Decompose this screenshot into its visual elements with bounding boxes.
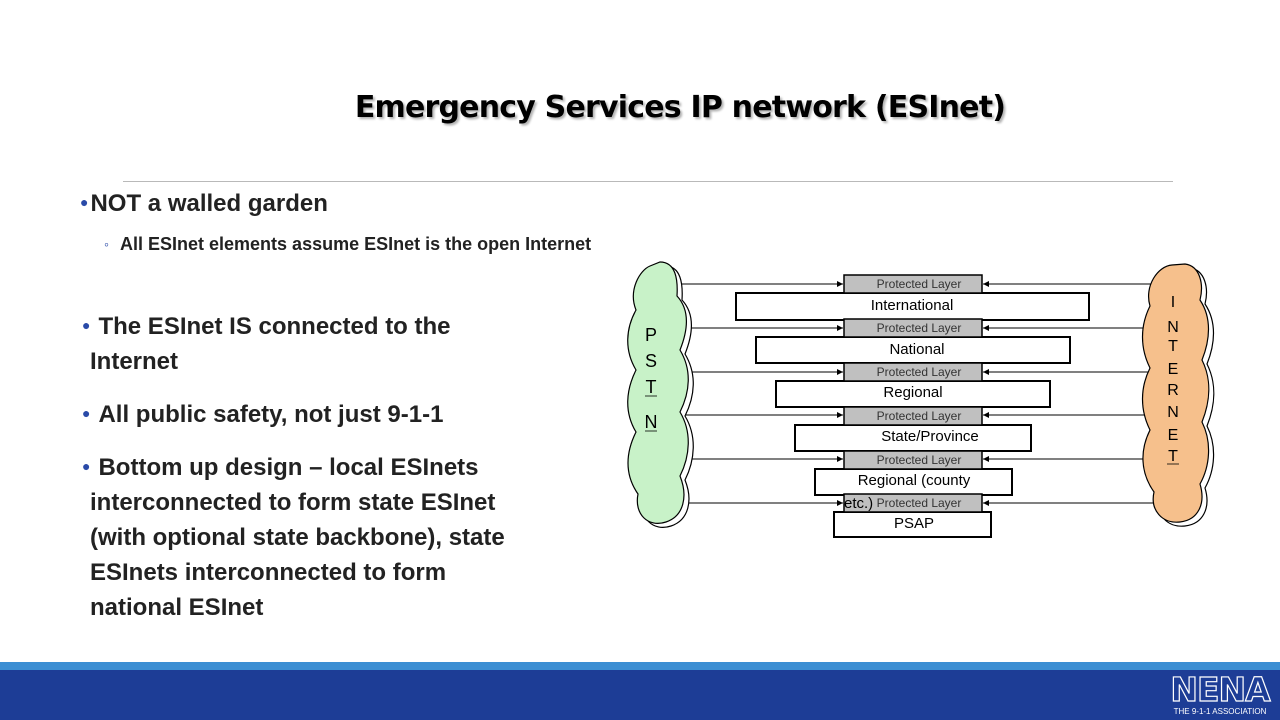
internet-letter-r: R [1167,382,1179,399]
bullet-dot: ● [82,317,91,333]
bullet-text-line1: Bottom up design – local ESInets [98,454,479,481]
bullet-text-line4: ESInets interconnected to form [90,559,447,586]
pstn-letter-s: S [645,351,657,371]
internet-letter-e1: E [1168,361,1179,378]
bullet-text-line3: (with optional state backbone), state [90,524,505,551]
protected-label-6: Protected Layer [877,496,962,510]
protected-label-5: Protected Layer [877,453,962,467]
level-label-state: State/Province [881,428,979,445]
bullet-text-line5: national ESInet [90,594,264,621]
bullet-text-line2: Internet [90,348,179,375]
bullet-dot: ● [82,405,91,421]
internet-letter-n2: N [1167,404,1179,421]
level-labels: International National Regional State/Pr… [858,297,979,532]
bullet-text: NOT a walled garden [90,190,328,217]
sub-bullet-open-internet: ◦ All ESInet elements assume ESInet is t… [104,230,614,258]
nena-logo-word: NENA [1170,670,1272,709]
level-boxes [735,292,1090,538]
footer-stripe [0,662,1280,670]
protected-label-1: Protected Layer [877,277,962,291]
protected-layer-3 [843,362,983,382]
pstn-letter-p: P [645,325,657,345]
protected-layers [843,274,983,513]
protected-label-2: Protected Layer [877,321,962,335]
protected-layer-4 [843,406,983,426]
protected-layer-2 [843,318,983,338]
internet-letter-i: I [1171,294,1175,311]
bullet-connected-internet: ● The ESInet IS connected to the Internet [82,308,622,379]
bullet-walled-garden: ●NOT a walled garden [80,190,328,218]
internet-letter-n1: N [1167,319,1179,336]
slide-title: Emergency Services IP network (ESInet) [354,90,1006,125]
protected-label-4: Protected Layer [877,409,962,423]
bullet-bottom-up-design: ● Bottom up design – local ESInets interc… [82,449,622,625]
internet-letter-t2: T [1168,448,1178,465]
level-label-regional-county: Regional (county [858,472,971,489]
sub-bullet-text: All ESInet elements assume ESInet is the… [120,234,592,254]
level-label-international: International [871,297,954,314]
nena-logo: NENA THE 9-1-1 ASSOCIATION [1166,670,1274,718]
nena-logo-tagline: THE 9-1-1 ASSOCIATION [1173,707,1267,716]
protected-layer-labels: Protected Layer Protected Layer Protecte… [877,277,962,510]
bullet-text-line1: The ESInet IS connected to the [98,313,451,340]
protected-label-3: Protected Layer [877,365,962,379]
connector-lines [680,281,1160,506]
bullet-public-safety: ● All public safety, not just 9-1-1 [82,396,622,432]
bullet-dot: ● [80,194,89,210]
bullet-text-line2: interconnected to form state ESInet [90,489,496,516]
level-label-regional: Regional [883,384,942,401]
sub-bullet-circle: ◦ [104,236,109,252]
level-label-national: National [889,341,944,358]
internet-letter-e2: E [1168,427,1179,444]
bullet-dot: ● [82,458,91,474]
pstn-letter-t: T [646,377,657,397]
internet-letter-t: T [1168,338,1178,355]
level-label-etc: etc.) [844,495,873,512]
protected-layer-1 [843,274,983,294]
internet-cloud-shape [1141,263,1210,523]
footer-bar [0,662,1280,720]
bullet-text: All public safety, not just 9-1-1 [98,401,444,428]
pstn-cloud: P S T N [627,261,694,528]
pstn-letter-n: N [645,412,658,432]
internet-cloud: I N T E R N E T [1141,263,1215,527]
title-divider [123,181,1173,182]
pstn-cloud-shape [627,261,689,524]
protected-layer-5 [843,450,983,470]
protected-layer-6 [843,493,983,513]
level-label-psap: PSAP [894,515,934,532]
